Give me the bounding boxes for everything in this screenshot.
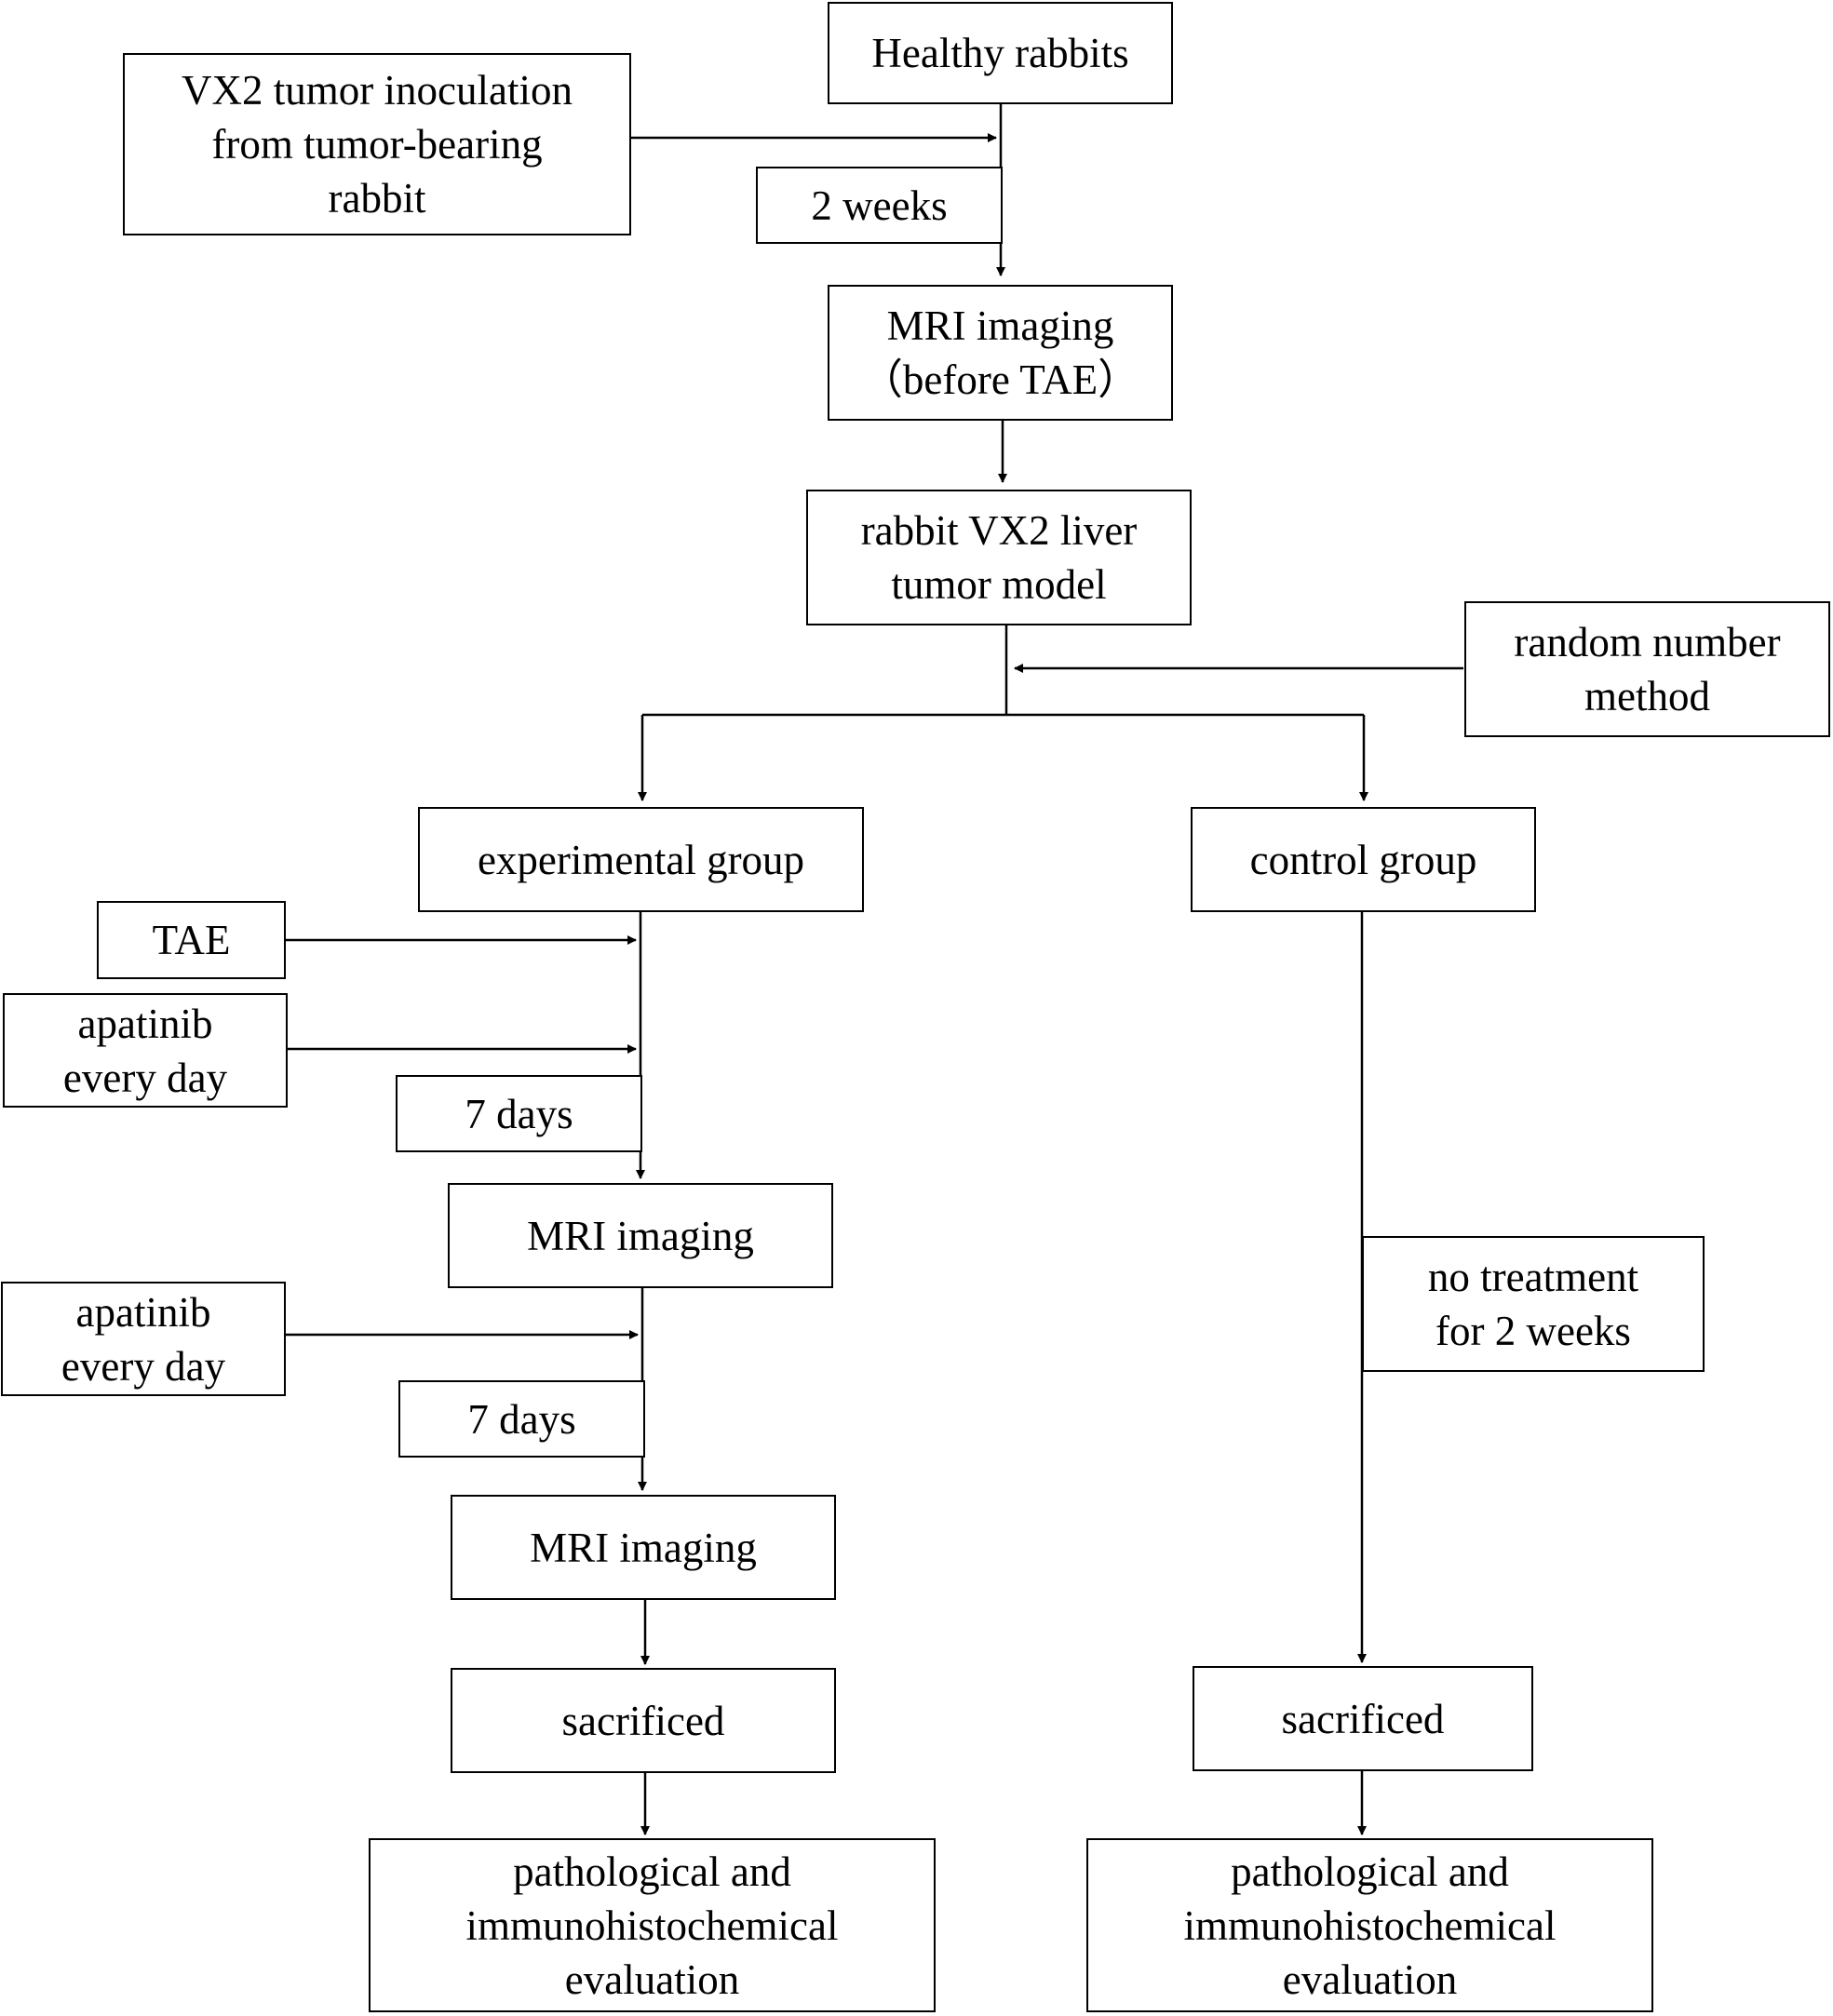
sacrificed-box: sacrificed (1193, 1666, 1533, 1771)
liver-tumor-model-box: rabbit VX2 liver tumor model (806, 490, 1192, 625)
sacrificed-box: sacrificed (451, 1668, 836, 1773)
apatinib-every-day-box: apatinib every day (1, 1282, 286, 1396)
control-group-box: control group (1191, 807, 1536, 912)
experimental-group-box: experimental group (418, 807, 864, 912)
seven-days-label-box: 7 days (398, 1380, 645, 1458)
mri-before-tae-box: MRI imaging （before TAE） (828, 285, 1173, 421)
seven-days-label-box: 7 days (396, 1075, 642, 1152)
vx2-inoculation-box: VX2 tumor inoculation from tumor-bearing… (123, 53, 631, 235)
no-treatment-box: no treatment for 2 weeks (1362, 1236, 1705, 1372)
random-number-method-box: random number method (1464, 601, 1830, 737)
evaluation-box: pathological and immunohistochemical eva… (1086, 1838, 1653, 2012)
tae-box: TAE (97, 901, 286, 979)
mri-imaging-box: MRI imaging (448, 1183, 833, 1288)
evaluation-box: pathological and immunohistochemical eva… (369, 1838, 936, 2012)
two-weeks-label-box: 2 weeks (756, 167, 1003, 244)
mri-imaging-box: MRI imaging (451, 1495, 836, 1600)
apatinib-every-day-box: apatinib every day (3, 993, 288, 1108)
healthy-rabbits-box: Healthy rabbits (828, 2, 1173, 104)
